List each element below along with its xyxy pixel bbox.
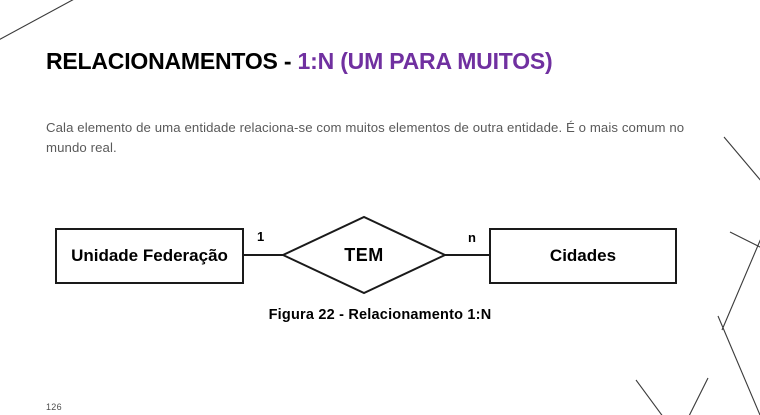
page-title-purple-part: 1:N (UM PARA MUITOS): [297, 48, 553, 74]
body-paragraph: Cala elemento de uma entidade relaciona-…: [46, 120, 685, 155]
entity-box-unidade-federacao: Unidade Federação: [55, 228, 244, 284]
entity-left-label: Unidade Federação: [71, 246, 228, 265]
entity-box-cidades: Cidades: [489, 228, 677, 284]
entity-right-label: Cidades: [549, 246, 617, 265]
cardinality-label-one: 1: [257, 229, 265, 244]
relationship-label: TEM: [344, 244, 384, 265]
page-title-black-part: RELACIONAMENTOS -: [46, 48, 298, 74]
figure-caption: Figura 22 - Relacionamento 1:N: [268, 307, 492, 323]
page-number: 126: [46, 402, 62, 412]
connector-line-right: [443, 254, 490, 256]
connector-line-left: [243, 254, 285, 256]
page-title: RELACIONAMENTOS - 1:N (UM PARA MUITOS): [46, 46, 553, 76]
cardinality-label-n: n: [468, 230, 476, 245]
